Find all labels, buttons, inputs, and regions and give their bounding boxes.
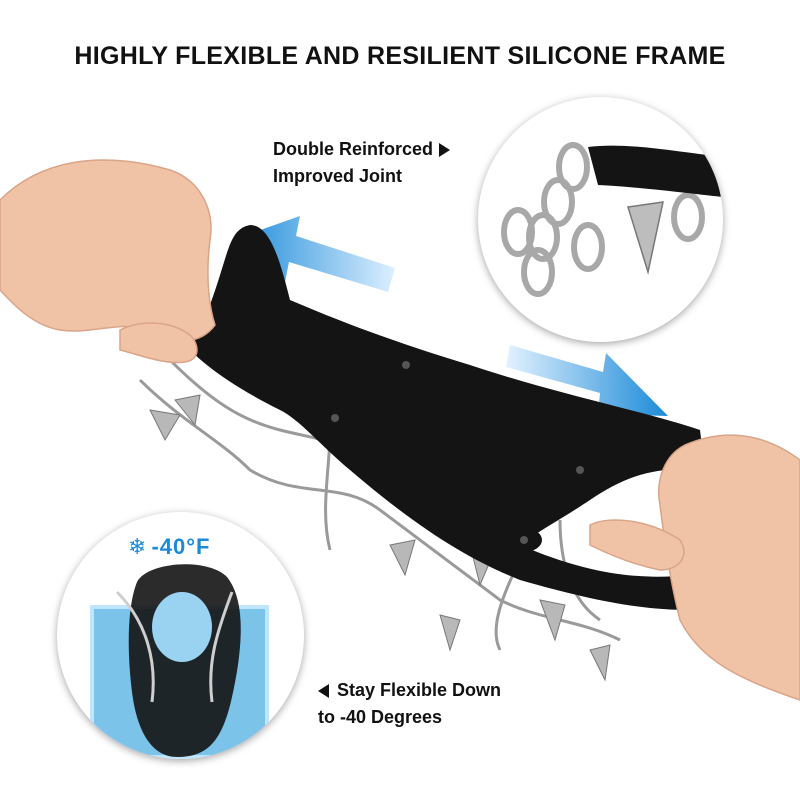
pointer-left-icon — [318, 684, 329, 699]
snowflake-icon: ❄ — [128, 534, 148, 559]
stretch-arrow-right-icon — [506, 345, 668, 416]
left-hand — [0, 159, 216, 364]
temperature-unit: °F — [186, 534, 211, 559]
stretch-arrow-left-icon — [232, 216, 395, 292]
joint-callout: Double Reinforced Improved Joint — [273, 136, 451, 190]
ice-detail-image — [57, 512, 304, 759]
frozen-crampon-illustration — [90, 564, 269, 759]
joint-callout-line2: Improved Joint — [273, 166, 403, 186]
silicone-frame — [190, 225, 705, 610]
pointer-right-icon — [439, 143, 451, 158]
temperature-value: -40 — [151, 534, 187, 559]
page-headline: HIGHLY FLEXIBLE AND RESILIENT SILICONE F… — [74, 42, 726, 70]
chain-joint-illustration — [501, 142, 723, 297]
joint-callout-line1: Double Reinforced — [273, 136, 451, 163]
right-hand — [589, 434, 800, 701]
joint-detail-image — [478, 97, 723, 342]
flex-callout: Stay Flexible Down to -40 Degrees — [318, 677, 501, 731]
temperature-badge: ❄-40°F — [128, 534, 210, 560]
flex-callout-line1: Stay Flexible Down — [318, 677, 501, 704]
flex-callout-line2: to -40 Degrees — [318, 707, 443, 727]
